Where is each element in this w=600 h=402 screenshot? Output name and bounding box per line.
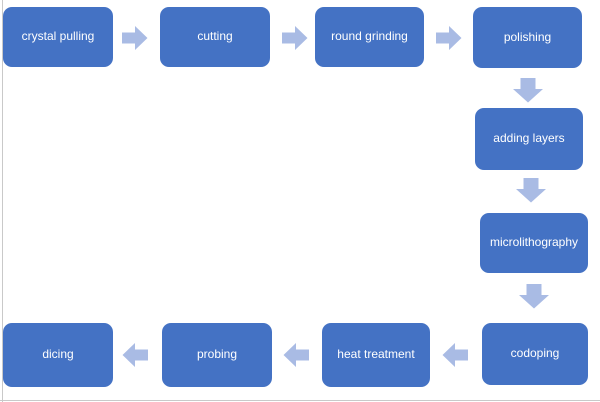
node-label: codoping — [510, 346, 560, 361]
page-border-left — [2, 0, 3, 402]
node-label: adding layers — [493, 131, 565, 146]
node-crystal-pulling: crystal pulling — [3, 7, 113, 67]
node-label: dicing — [42, 347, 74, 362]
node-adding-layers: adding layers — [475, 108, 583, 170]
node-probing: probing — [162, 323, 272, 387]
arrow-right-icon — [122, 26, 148, 50]
arrow-down-icon — [519, 284, 549, 309]
node-label: microlithography — [489, 235, 579, 250]
node-label: round grinding — [331, 29, 408, 44]
node-label: cutting — [197, 29, 233, 44]
arrow-left-icon — [283, 343, 309, 367]
node-round-grinding: round grinding — [315, 7, 424, 67]
arrow-down-icon — [516, 178, 546, 203]
node-cutting: cutting — [160, 7, 270, 67]
arrow-right-icon — [282, 26, 308, 50]
page-border-bottom — [0, 400, 600, 401]
node-heat-treatment: heat treatment — [322, 323, 430, 387]
node-label: probing — [196, 347, 238, 362]
node-codoping: codoping — [482, 323, 588, 385]
node-microlithography: microlithography — [480, 213, 588, 273]
node-label: heat treatment — [337, 347, 415, 362]
arrow-right-icon — [436, 26, 462, 50]
node-label: polishing — [503, 29, 552, 44]
arrow-down-icon — [513, 78, 543, 103]
arrow-left-icon — [442, 343, 468, 367]
arrow-left-icon — [122, 343, 148, 367]
node-label: crystal pulling — [21, 29, 95, 44]
node-polishing: polishing — [473, 7, 582, 68]
node-dicing: dicing — [3, 323, 113, 387]
